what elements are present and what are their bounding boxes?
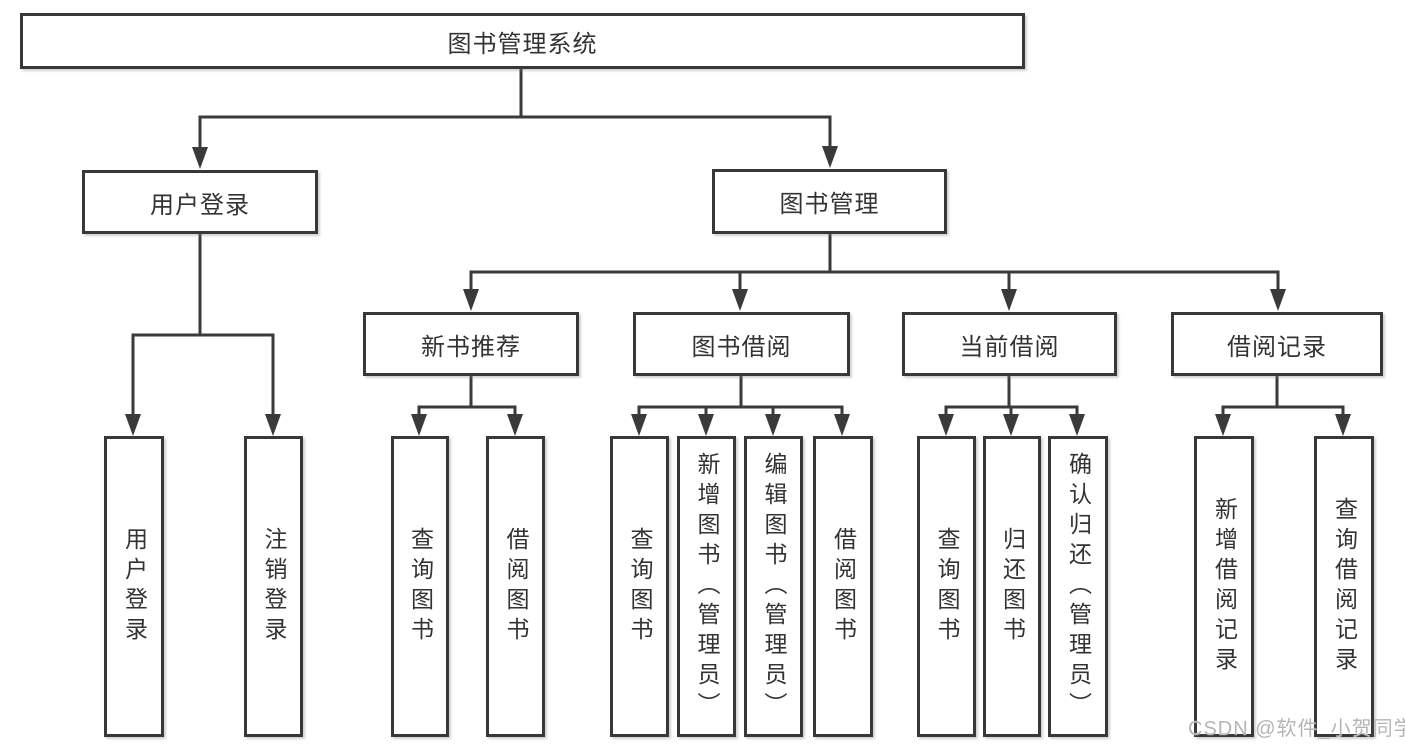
leaf-user-login: 用户登录: [104, 436, 164, 737]
node-book-borrow: 图书借阅: [633, 312, 850, 376]
leaf-borrow-book-borrow: 借阅图书: [813, 436, 873, 737]
connector-newbookrec-to-leaves: [411, 375, 523, 436]
node-new-book-recommend: 新书推荐: [363, 312, 579, 376]
leaf-borrow-book-recommend: 借阅图书: [486, 436, 545, 737]
leaf-logout: 注销登录: [244, 436, 303, 737]
connector-currentborrow-to-leaves: [938, 375, 1085, 436]
connector-bookmgmt-to-level3: [463, 233, 1286, 311]
node-current-borrow: 当前借阅: [902, 312, 1117, 376]
leaf-query-book-borrow: 查询图书: [610, 436, 669, 737]
leaf-query-book-current: 查询图书: [917, 436, 976, 737]
leaf-query-borrow-record: 查询借阅记录: [1314, 436, 1374, 737]
connector-bookborrow-to-leaves: [631, 375, 850, 436]
connector-root-to-level2: [192, 68, 838, 169]
leaf-add-book-admin: 新增图书（管理员）: [677, 436, 736, 737]
leaf-edit-book-admin: 编辑图书（管理员）: [744, 436, 803, 737]
node-borrow-records: 借阅记录: [1171, 312, 1383, 376]
leaf-add-borrow-record: 新增借阅记录: [1194, 436, 1254, 737]
node-user-login: 用户登录: [82, 170, 318, 234]
node-root: 图书管理系统: [20, 13, 1025, 69]
leaf-confirm-return-admin: 确认归还（管理员）: [1048, 436, 1108, 737]
csdn-watermark: CSDN @软件_小贺同学: [1188, 718, 1405, 740]
leaf-query-book-recommend: 查询图书: [391, 436, 449, 737]
node-book-management: 图书管理: [712, 169, 947, 234]
leaf-return-book: 归还图书: [983, 436, 1041, 737]
connector-userlogin-to-leaves: [125, 233, 281, 436]
connector-borrowrecord-to-leaves: [1215, 375, 1351, 436]
